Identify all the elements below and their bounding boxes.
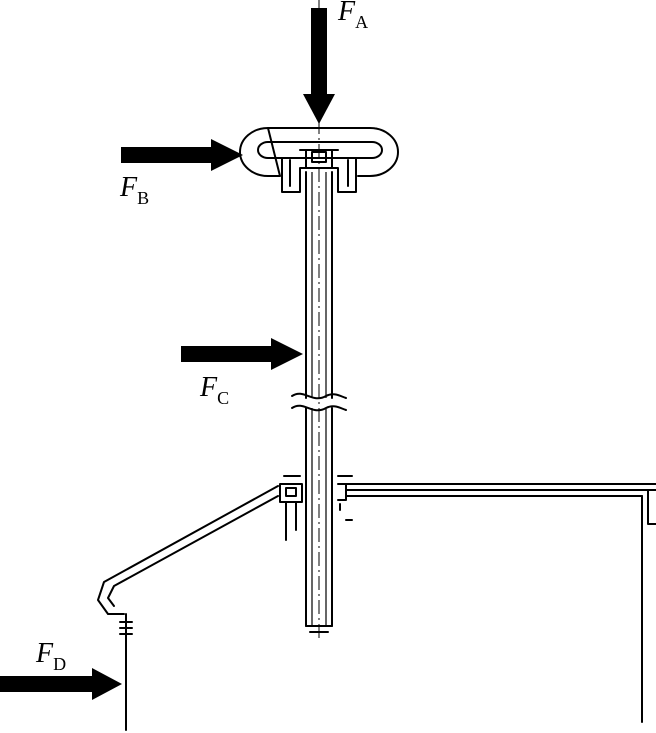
force-label-c: FC <box>199 372 229 408</box>
force-label-a: FA <box>337 0 368 32</box>
rod-shaft <box>291 0 347 640</box>
force-arrow-b <box>121 139 243 171</box>
force-label-b: FB <box>119 172 149 208</box>
base-fitting <box>279 475 353 541</box>
force-arrow-d <box>0 668 122 700</box>
handle-knob <box>239 127 399 193</box>
housing-lid <box>345 483 656 723</box>
force-arrow-c <box>181 338 303 370</box>
slanted-bracket <box>97 485 279 731</box>
force-label-d: FD <box>35 638 66 674</box>
